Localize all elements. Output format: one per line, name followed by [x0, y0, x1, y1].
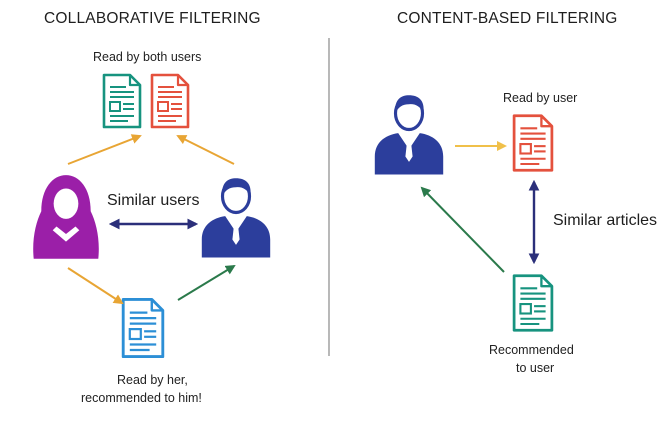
- document-icon: [121, 297, 165, 359]
- arrow-him-to-docs: [176, 135, 235, 165]
- read-by-both-label: Read by both users: [93, 50, 202, 64]
- male-user-icon: [200, 176, 272, 260]
- similar-articles-label: Similar articles: [553, 212, 658, 229]
- collaborative-title: COLLABORATIVE FILTERING: [44, 10, 261, 27]
- arrow-her-to-doc: [67, 267, 124, 305]
- read-by-user-label: Read by user: [503, 91, 578, 105]
- similar-users-label: Similar users: [107, 192, 200, 209]
- to-user-label: to user: [516, 361, 555, 375]
- document-icon: [512, 114, 554, 172]
- read-by-her-label: Read by her,: [117, 373, 188, 387]
- content-based-title: CONTENT-BASED FILTERING: [397, 10, 618, 27]
- recommended-to-him-label: recommended to him!: [81, 391, 202, 405]
- document-icon: [102, 73, 142, 129]
- arrow-doc-to-user: [420, 186, 505, 273]
- recommended-label: Recommended: [489, 343, 574, 357]
- female-user-icon: [33, 175, 99, 259]
- document-icon: [512, 274, 554, 332]
- male-user-icon: [373, 93, 445, 177]
- document-icon: [150, 73, 190, 129]
- arrow-doc-to-him: [177, 264, 236, 301]
- arrow-her-to-docs: [67, 134, 142, 165]
